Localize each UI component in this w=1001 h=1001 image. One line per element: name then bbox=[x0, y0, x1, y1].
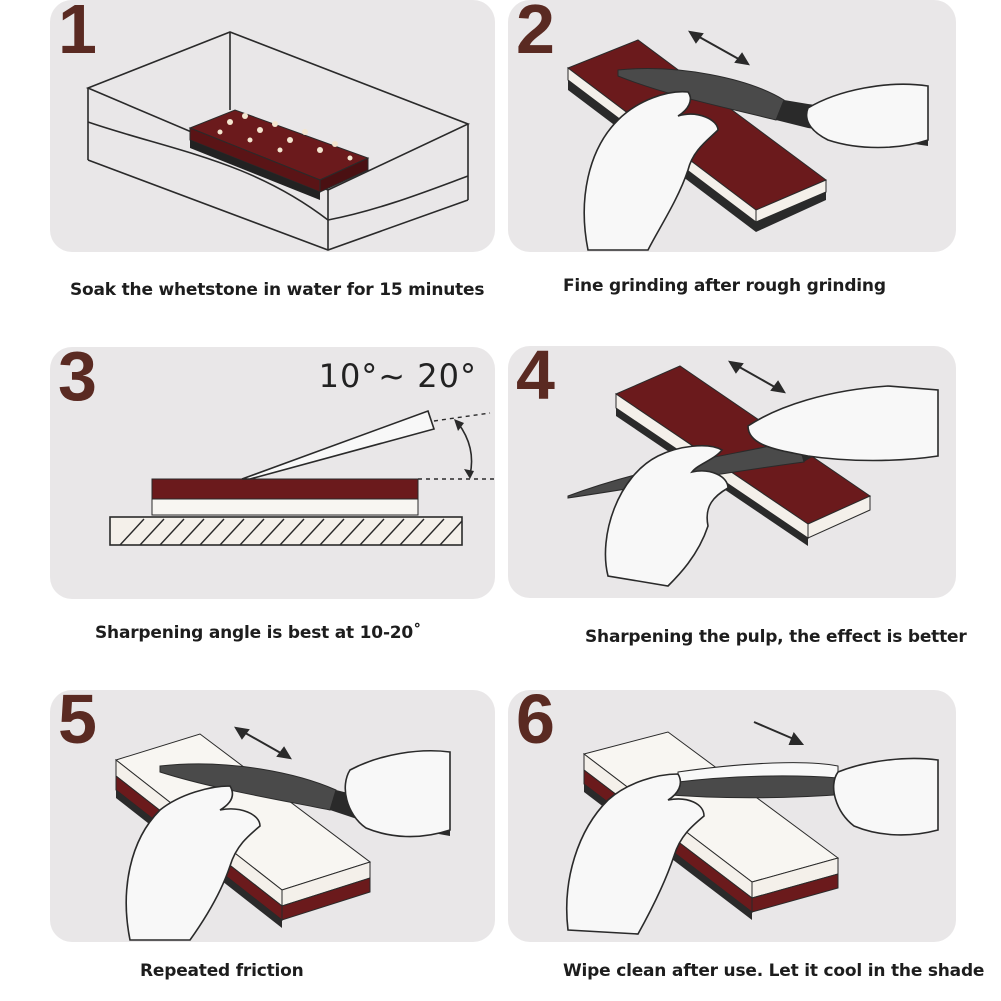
step-3-panel: 3 10°~ 20° bbox=[50, 347, 495, 599]
angle-guides bbox=[418, 412, 495, 480]
hands bbox=[565, 757, 939, 935]
whetstone-in-water bbox=[188, 109, 370, 200]
double-arrow-icon bbox=[728, 360, 786, 394]
step-5-caption: Repeated friction bbox=[140, 961, 304, 981]
hands bbox=[604, 385, 939, 587]
step-number: 1 bbox=[58, 0, 97, 68]
whetstone bbox=[151, 478, 419, 516]
step-number: 5 bbox=[58, 690, 97, 758]
step-5-panel: 5 bbox=[50, 690, 495, 942]
step-4-caption: Sharpening the pulp, the effect is bette… bbox=[585, 627, 967, 647]
step-number: 4 bbox=[516, 346, 555, 414]
arrow-icon bbox=[753, 721, 805, 745]
step-2-caption: Fine grinding after rough grinding bbox=[563, 276, 886, 296]
sharpening-pulp-illustration bbox=[567, 360, 939, 587]
double-arrow-icon bbox=[688, 30, 750, 66]
step-6-caption: Wipe clean after use. Let it cool in the… bbox=[563, 961, 985, 981]
knife-blade bbox=[241, 409, 436, 480]
double-arrow-icon bbox=[234, 726, 292, 760]
hands bbox=[583, 83, 929, 251]
step-number: 6 bbox=[516, 690, 555, 758]
step-3-caption: Sharpening angle is best at 10-20˚ bbox=[95, 623, 422, 643]
step-2-panel: 2 bbox=[508, 0, 956, 252]
step-6-panel: 6 bbox=[508, 690, 956, 942]
step-1-caption: Soak the whetstone in water for 15 minut… bbox=[70, 280, 485, 300]
step-number: 2 bbox=[516, 0, 555, 68]
step-1-panel: 1 bbox=[50, 0, 495, 252]
wipe-clean-illustration bbox=[565, 721, 939, 935]
sharpening-angle-illustration bbox=[109, 409, 495, 546]
repeated-friction-illustration bbox=[114, 726, 451, 941]
step-4-panel: 4 bbox=[508, 346, 956, 598]
surface bbox=[109, 516, 463, 546]
step-number: 3 bbox=[58, 347, 97, 415]
angle-arrow-icon bbox=[454, 419, 474, 479]
soak-tank-illustration bbox=[85, 31, 471, 251]
hands bbox=[125, 750, 451, 941]
angle-label: 10°~ 20° bbox=[318, 357, 477, 395]
fine-grinding-illustration bbox=[566, 30, 929, 251]
